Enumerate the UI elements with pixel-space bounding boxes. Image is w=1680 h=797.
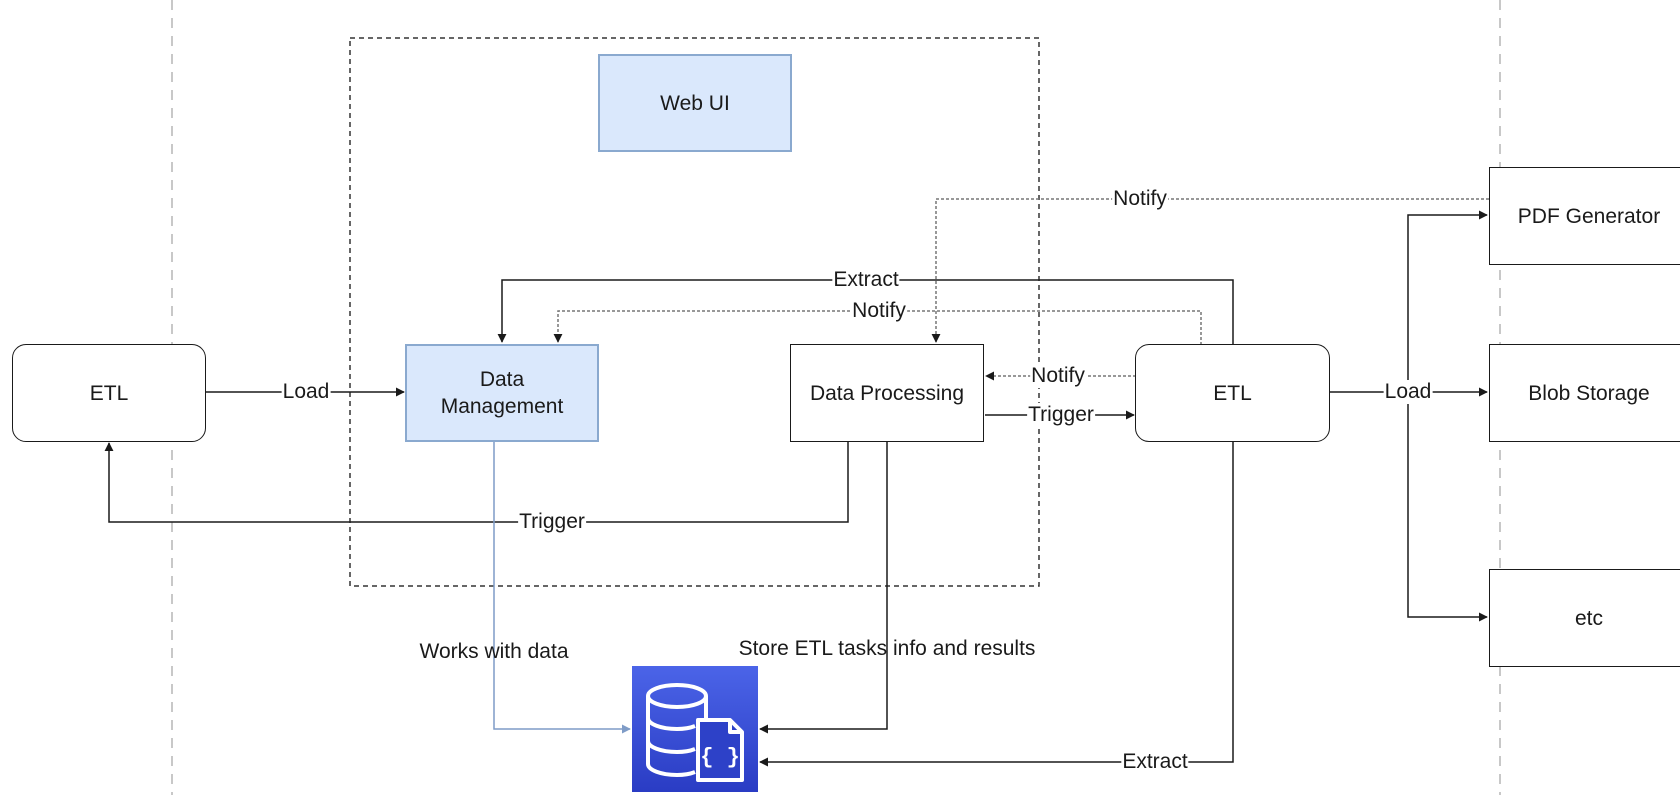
pdf-generator-node: PDF Generator — [1489, 167, 1680, 265]
data-management-line-1: Data — [479, 368, 525, 391]
label-store-etl: Store ETL tasks info and results — [738, 637, 1036, 660]
label-extract-bottom: Extract — [1121, 750, 1189, 774]
blob-storage-node: Blob Storage — [1489, 344, 1680, 442]
edge-works-with-data — [493, 441, 631, 734]
database-json-icon: { } — [632, 666, 758, 792]
edge-trigger-bottom — [104, 441, 849, 523]
edge-notify-top — [931, 198, 1489, 343]
label-notify-etl: Notify — [1030, 364, 1086, 388]
label-works-with-data: Works with data — [419, 640, 569, 663]
label-trigger-bottom: Trigger — [518, 510, 586, 534]
etl-right-node: ETL — [1135, 344, 1330, 442]
data-management-node: Data Management — [405, 344, 599, 442]
etl-left-node: ETL — [12, 344, 206, 442]
label-notify-mid: Notify — [851, 299, 907, 323]
web-ui-group — [349, 37, 1040, 587]
label-extract-top: Extract — [832, 268, 900, 292]
data-processing-node: Data Processing — [790, 344, 984, 442]
web-ui-node: Web UI — [598, 54, 792, 152]
edge-extract-bottom — [759, 441, 1234, 767]
edge-store-etl — [759, 441, 888, 734]
svg-text:{ }: { } — [700, 745, 740, 770]
data-management-line-2: Management — [440, 395, 564, 418]
label-trigger-etl: Trigger — [1027, 403, 1095, 427]
etc-node: etc — [1489, 569, 1680, 667]
label-load-left: Load — [281, 380, 331, 404]
label-load-right: Load — [1383, 380, 1433, 404]
edge-load-right-pdf — [1407, 210, 1488, 392]
label-notify-top: Notify — [1112, 187, 1168, 211]
edge-load-right-etc — [1407, 392, 1488, 622]
